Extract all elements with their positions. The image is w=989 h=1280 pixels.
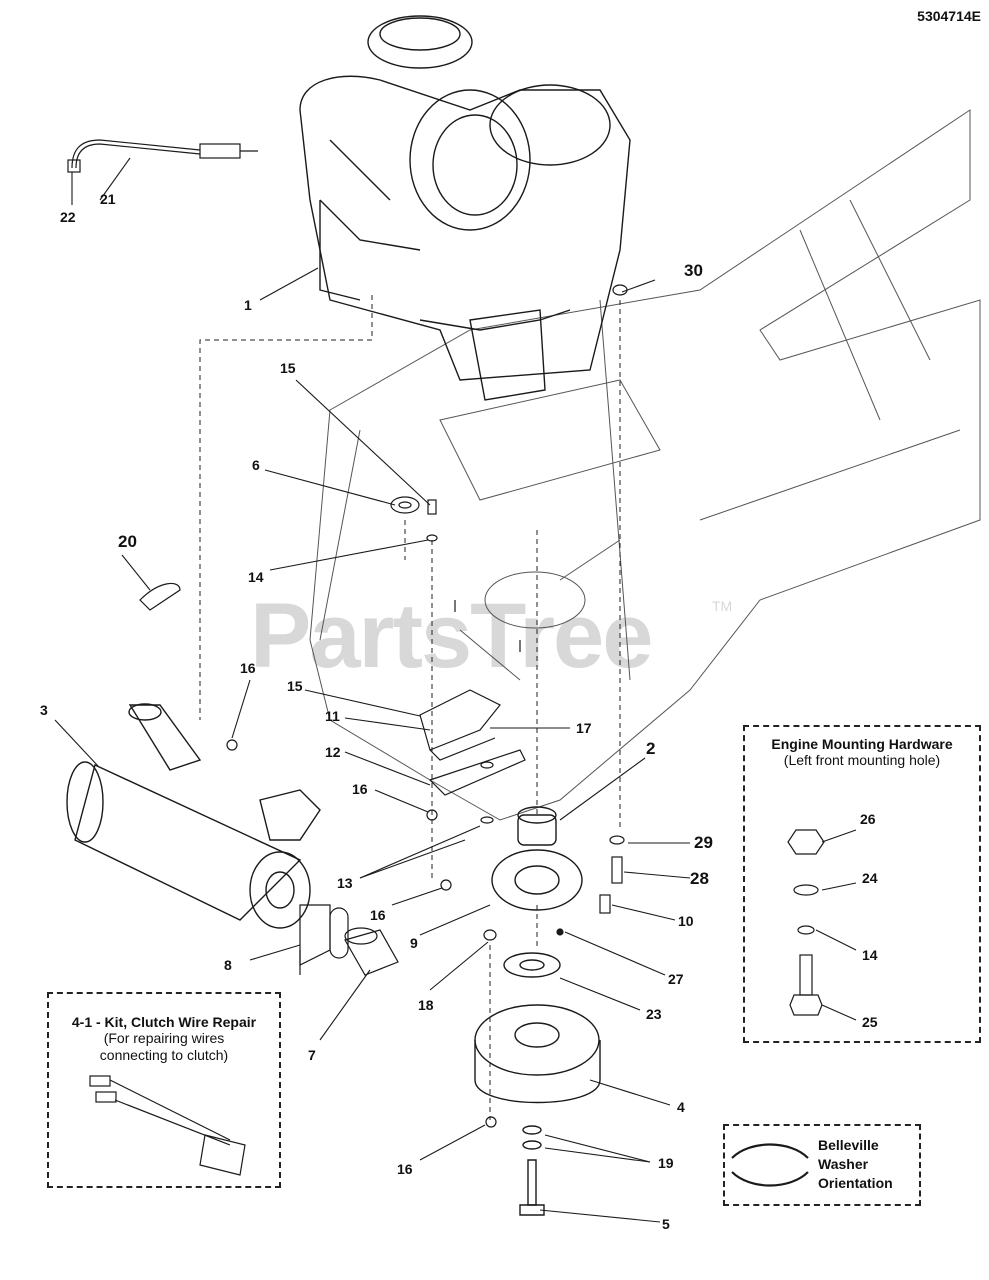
callout-14a: 14 <box>248 569 264 585</box>
belleville-arcs <box>731 1143 809 1187</box>
callout-2: 2 <box>646 739 656 758</box>
clutch-stack-drawing <box>474 806 601 1216</box>
callout-14b: 14 <box>862 947 878 963</box>
callout-19: 19 <box>658 1155 674 1171</box>
callout-16b: 16 <box>352 781 368 797</box>
hw-stack-drawing <box>787 829 825 1016</box>
callout-27: 27 <box>668 971 684 987</box>
belleville-line-2: Washer <box>818 1156 869 1172</box>
wire-kit-drawing <box>89 1075 246 1176</box>
callout-25: 25 <box>862 1014 878 1030</box>
engine-drawing <box>299 15 631 401</box>
leader-lines <box>54 157 857 1223</box>
callout-29: 29 <box>694 833 713 852</box>
engine-hw-title: Engine Mounting Hardware <box>771 736 953 752</box>
belleville-line-1: Belleville <box>818 1137 879 1153</box>
dashed-guides <box>199 295 621 1120</box>
callout-22: 22 <box>60 209 76 225</box>
callout-30: 30 <box>684 261 703 280</box>
callout-24: 24 <box>862 870 878 886</box>
callout-26: 26 <box>860 811 876 827</box>
engine-hw-subtitle: (Left front mounting hole) <box>783 752 941 768</box>
callout-23: 23 <box>646 1006 662 1022</box>
callout-1: 1 <box>244 297 252 313</box>
callout-16d: 16 <box>397 1161 413 1177</box>
callout-10: 10 <box>678 913 694 929</box>
callout-17: 17 <box>576 720 592 736</box>
callout-21: 21 <box>100 191 116 207</box>
kit-title: 4-1 - Kit, Clutch Wire Repair <box>71 1014 257 1030</box>
callout-15a: 15 <box>280 360 296 376</box>
diagram-part-number: 5304714E <box>917 8 981 24</box>
watermark: PartsTree <box>250 585 653 687</box>
frame-drawing <box>309 109 981 821</box>
belleville-line-3: Orientation <box>818 1175 893 1191</box>
callout-16a: 16 <box>240 660 256 676</box>
callout-28: 28 <box>690 869 709 888</box>
callout-3: 3 <box>40 702 48 718</box>
callout-6: 6 <box>252 457 260 473</box>
callout-7: 7 <box>308 1047 316 1063</box>
callout-13: 13 <box>337 875 353 891</box>
callout-5: 5 <box>662 1216 670 1232</box>
bracket-drawing <box>419 689 526 796</box>
clutch-wire-kit-box: 4-1 - Kit, Clutch Wire Repair (For repai… <box>47 992 281 1188</box>
kit-line-2: connecting to clutch) <box>99 1047 229 1063</box>
muffler-drawing <box>66 703 321 929</box>
callout-16c: 16 <box>370 907 386 923</box>
callout-20: 20 <box>118 532 137 551</box>
callout-18: 18 <box>418 997 434 1013</box>
callout-8: 8 <box>224 957 232 973</box>
watermark-tm: TM <box>712 598 733 614</box>
sleeve-drawing <box>344 927 399 976</box>
callout-11: 11 <box>325 708 340 724</box>
callout-4: 4 <box>677 1099 685 1115</box>
clamp-drawing <box>299 904 349 975</box>
callout-15b: 15 <box>287 678 303 694</box>
belleville-washer-box: Belleville Washer Orientation <box>723 1124 921 1206</box>
callout-12: 12 <box>325 744 341 760</box>
engine-mounting-hardware-box: Engine Mounting Hardware (Left front mou… <box>743 725 981 1043</box>
kit-line-1: (For repairing wires <box>103 1030 225 1046</box>
fuel-line-drawing <box>67 139 258 173</box>
callout-9: 9 <box>410 935 418 951</box>
